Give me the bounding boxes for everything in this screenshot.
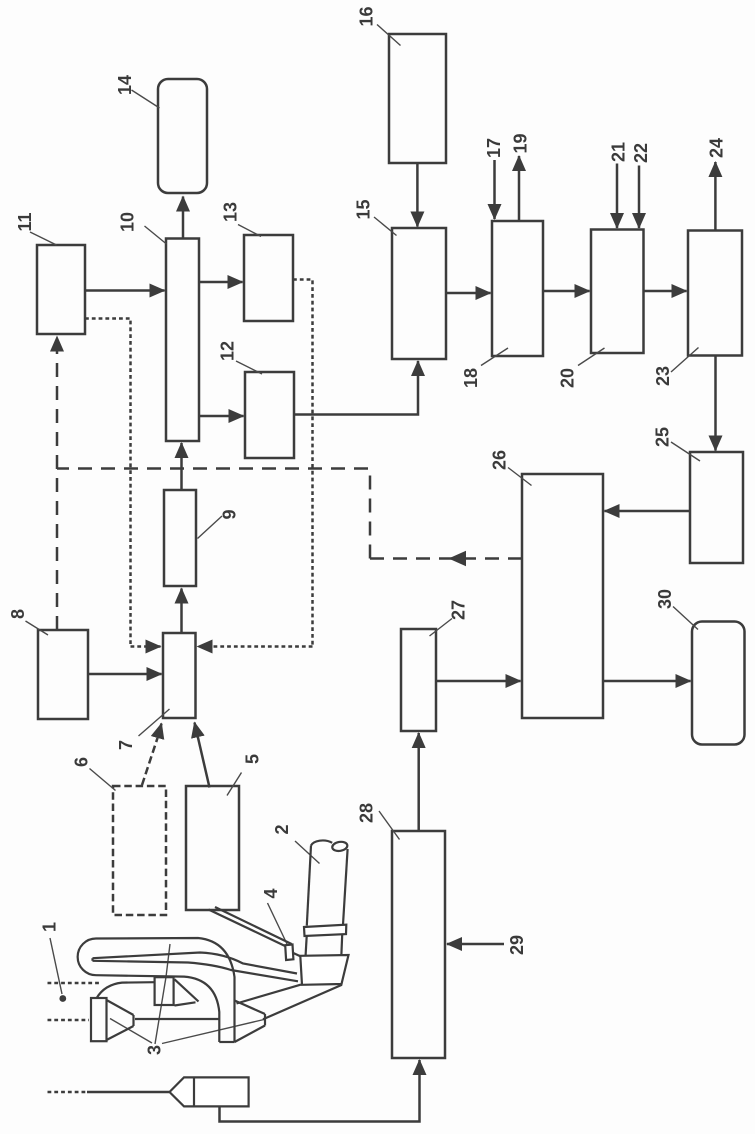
svg-text:13: 13 (221, 202, 241, 222)
svg-text:20: 20 (558, 368, 578, 388)
svg-text:23: 23 (653, 366, 673, 386)
svg-text:25: 25 (653, 427, 673, 447)
svg-text:17: 17 (484, 138, 504, 158)
svg-text:1: 1 (40, 922, 60, 932)
svg-text:16: 16 (357, 6, 377, 26)
svg-text:18: 18 (461, 368, 481, 388)
svg-text:7: 7 (116, 740, 136, 750)
svg-text:14: 14 (115, 75, 135, 95)
svg-text:11: 11 (15, 212, 35, 231)
svg-text:29: 29 (507, 935, 527, 955)
svg-text:2: 2 (272, 824, 292, 834)
svg-text:15: 15 (354, 199, 374, 219)
svg-text:12: 12 (218, 341, 238, 361)
svg-text:4: 4 (261, 888, 281, 898)
svg-text:10: 10 (118, 212, 138, 232)
svg-text:24: 24 (707, 138, 727, 158)
svg-text:6: 6 (72, 757, 92, 767)
svg-text:19: 19 (511, 133, 531, 153)
svg-text:3: 3 (144, 1045, 164, 1055)
svg-text:21: 21 (609, 142, 629, 162)
svg-text:9: 9 (220, 509, 240, 519)
svg-text:27: 27 (449, 600, 469, 620)
svg-text:28: 28 (357, 803, 377, 823)
svg-text:22: 22 (631, 143, 651, 163)
svg-text:5: 5 (243, 754, 263, 764)
svg-text:8: 8 (8, 609, 28, 619)
svg-text:30: 30 (655, 589, 675, 609)
svg-text:26: 26 (490, 450, 510, 470)
